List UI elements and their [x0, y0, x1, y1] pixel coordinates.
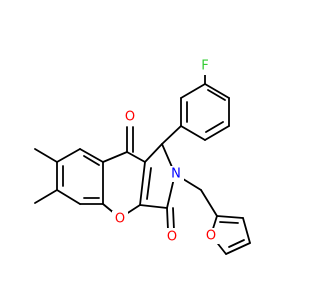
bond-furan-double [228, 239, 245, 248]
furan-oxygen-label-background [203, 228, 219, 244]
bond-dimethylbenzene-ring [79, 148, 104, 163]
ring-oxygen-label-background [112, 211, 128, 227]
bond-c3-c3a [139, 204, 168, 209]
bond-ketone-c8a [102, 151, 128, 163]
nitrogen-atom-label: N [171, 167, 181, 182]
bond-dimethylbenzene-ring [56, 148, 81, 163]
bond-fluorophenyl-double [207, 89, 226, 101]
bond-dimethylbenzene-ring [56, 189, 81, 205]
bond-lactam-carbonyl [166, 207, 169, 231]
bond-c3a-c9a-double [146, 167, 152, 200]
bond-lactam-carbonyl-double [172, 207, 175, 231]
lactam-oxygen-atom-label: O [167, 230, 177, 245]
ketone-oxygen-label-background [122, 108, 138, 126]
ring-oxygen-atom-label: O [115, 212, 125, 227]
lactam-oxygen-label-background [164, 228, 180, 246]
bond-fluorophenyl-ring [180, 83, 206, 99]
furan-oxygen-atom-label: O [206, 229, 216, 244]
bond-furan-ring [225, 242, 251, 255]
bond-methyl-upper [34, 148, 58, 163]
bond-furan-ring [242, 217, 251, 244]
chemical-structure-diagram: F O O O N O [34, 59, 251, 255]
bond-furan-double [219, 221, 239, 224]
ketone-oxygen-atom-label: O [125, 110, 135, 125]
fluorine-atom-label: F [201, 59, 208, 74]
bond-c1-c9a [144, 143, 163, 163]
chemical-structure-canvas: F O O O N O [34, 58, 251, 255]
bond-c3a-c9a [139, 161, 146, 206]
fluorine-label-background [198, 59, 212, 75]
bond-furan-ring [216, 215, 244, 219]
bond-c1-aryl [161, 125, 182, 145]
bond-fluorophenyl-ring [204, 83, 230, 99]
bond-ketone-c9a [126, 151, 146, 163]
nitrogen-label-background [168, 166, 184, 182]
bond-fluorophenyl-double [205, 121, 224, 133]
bond-methyl-lower [34, 189, 58, 204]
bond-fluorophenyl-ring [204, 125, 230, 141]
bond-dimethylbenzene-double [83, 155, 100, 166]
bond-fluorophenyl-ring [180, 125, 206, 141]
bond-methylene-furan [200, 189, 218, 217]
